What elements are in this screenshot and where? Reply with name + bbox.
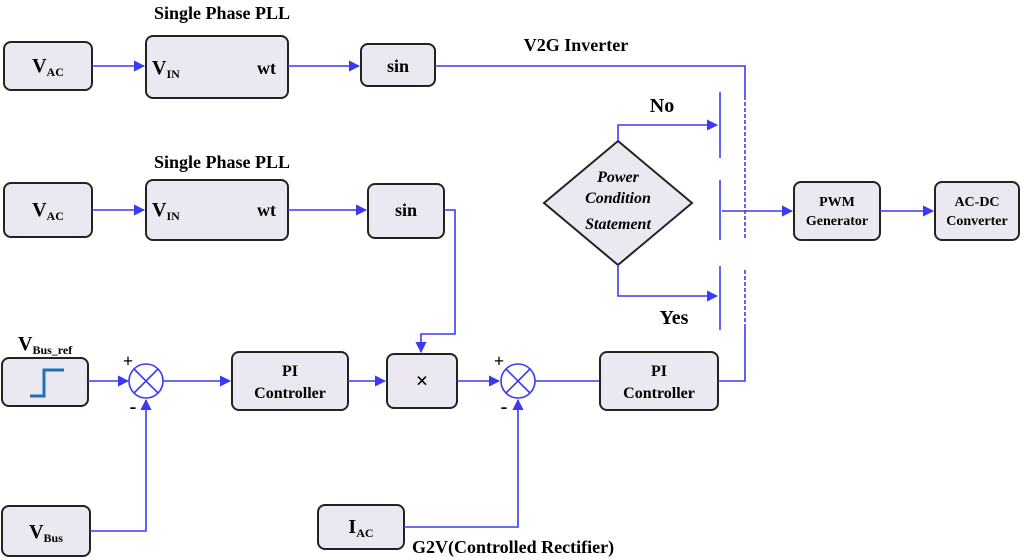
- wire-decision-yes: [617, 265, 719, 302]
- vbus-label: VBus: [29, 521, 63, 545]
- vac-mid-label: VAC: [32, 199, 64, 223]
- sum2-plus-sign: +: [494, 351, 504, 371]
- pll-top-block: [145, 35, 289, 99]
- pll-mid-input-label: VIN: [152, 199, 180, 223]
- pll-top-output-label: wt: [257, 58, 276, 78]
- sum2-minus-sign: -: [501, 396, 508, 418]
- decision-no-label: No: [650, 95, 674, 117]
- wire-vbus-to-sum1: [90, 398, 152, 532]
- vac-top-label: VAC: [32, 55, 64, 79]
- sum1-plus-sign: +: [123, 351, 133, 371]
- iac-label: IAC: [348, 516, 373, 540]
- pwm-line-1: PWM: [819, 195, 855, 210]
- vbus-ref-label: VBus_ref: [18, 333, 73, 357]
- decision-line-2: Condition: [585, 190, 651, 207]
- summing-junction-1: [128, 363, 164, 399]
- sin-mid-label: sin: [395, 200, 417, 220]
- pll-top-input-label: VIN: [152, 57, 180, 81]
- ac-dc-converter-block: [934, 181, 1020, 241]
- sum1-minus-sign: -: [130, 396, 137, 418]
- step-signal-icon: [30, 368, 64, 398]
- sin-mid-block: [367, 183, 445, 239]
- pll-mid-output-label: wt: [257, 200, 276, 220]
- acdc-line-1: AC-DC: [954, 195, 999, 210]
- pi2-line-1: PI: [651, 363, 667, 380]
- pi2-line-2: Controller: [623, 385, 695, 402]
- pll-top-title: Single Phase PLL: [154, 3, 290, 23]
- wire-decision-no: [617, 119, 719, 141]
- wire-iac-to-sum2: [404, 398, 524, 528]
- pwm-generator-block: [793, 181, 881, 241]
- multiply-sign: ×: [416, 368, 429, 393]
- decision-yes-label: Yes: [660, 307, 689, 329]
- sin-top-block: [360, 43, 436, 87]
- wire-sin-top-to-switch: [435, 65, 746, 96]
- pwm-line-2: Generator: [806, 214, 868, 229]
- g2v-label: G2V(Controlled Rectifier): [412, 537, 614, 558]
- acdc-line-2: Converter: [946, 214, 1007, 229]
- pll-mid-title: Single Phase PLL: [154, 152, 290, 172]
- wire-sin-mid-to-multiplier: [415, 209, 456, 354]
- sin-top-label: sin: [387, 56, 409, 76]
- pi1-line-2: Controller: [254, 385, 326, 402]
- pi1-line-1: PI: [282, 363, 298, 380]
- decision-line-3: Statement: [585, 216, 651, 233]
- summing-junction-2: [500, 363, 536, 399]
- v2g-inverter-label: V2G Inverter: [524, 35, 628, 55]
- decision-line-1: Power: [596, 169, 640, 186]
- wire-pi2-to-switch: [718, 324, 746, 382]
